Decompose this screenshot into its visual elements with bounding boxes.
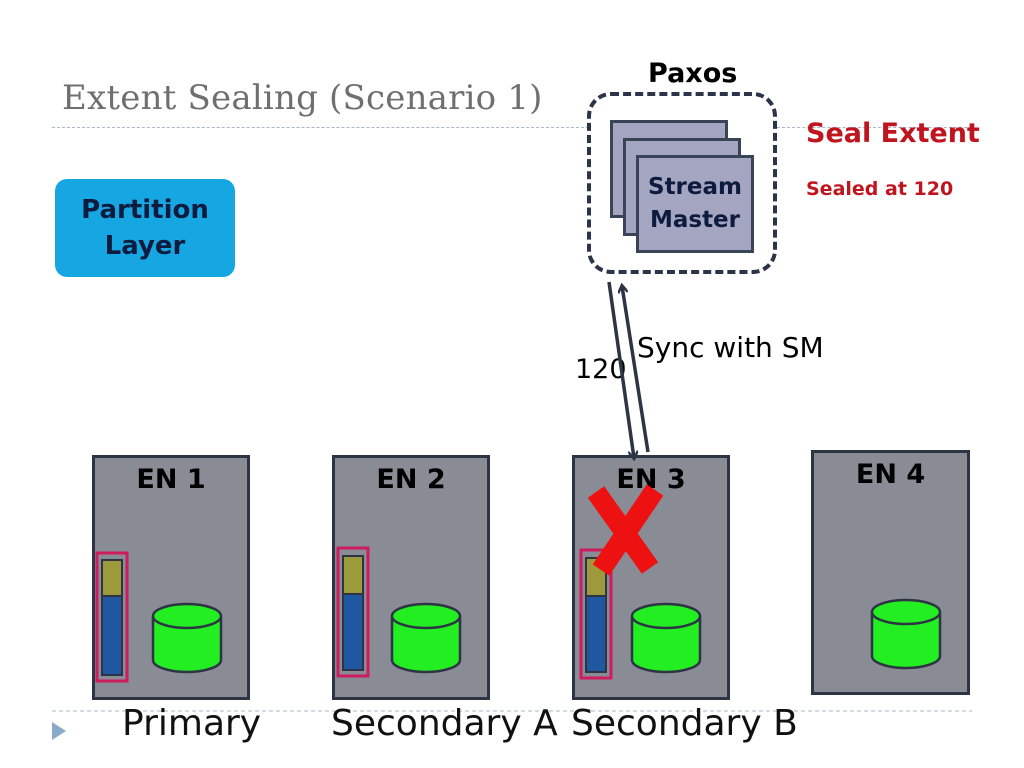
triangle-bullet-icon: [52, 722, 66, 740]
disk-icon: [390, 602, 462, 674]
arrow-en3-to-sm: [622, 286, 650, 453]
sync-value: 120: [575, 354, 627, 385]
node-caption-secondary-a: Secondary A: [331, 703, 558, 744]
partition-layer-label-line2: Layer: [104, 231, 186, 261]
stream-master-label-line2: Master: [649, 207, 741, 233]
paxos-label: Paxos: [648, 58, 738, 89]
extent-bar-icon: [95, 551, 129, 683]
extent-node-4: [811, 450, 970, 695]
arrow-sm-to-en3: [607, 281, 634, 458]
paxos-group-box: [587, 92, 777, 274]
seal-extent-detail: Sealed at 120: [806, 178, 954, 200]
disk-icon: [870, 598, 942, 670]
stream-master-card: Stream Master: [636, 155, 754, 253]
stream-master-label-line1: Stream: [648, 174, 742, 200]
extent-bar-icon: [336, 546, 370, 678]
node-caption-secondary-b: Secondary B: [571, 703, 798, 744]
extent-node-4-label: EN 4: [855, 459, 926, 490]
sync-label: Sync with SM: [637, 331, 824, 364]
slide-title: Extent Sealing (Scenario 1): [62, 78, 543, 118]
node-caption-primary: Primary: [122, 703, 262, 744]
x-mark-icon: [587, 484, 664, 576]
extent-node-1-label: EN 1: [136, 464, 206, 495]
partition-layer-label-line1: Partition: [81, 195, 209, 225]
partition-layer-box: Partition Layer: [55, 179, 235, 277]
disk-icon: [630, 602, 702, 674]
extent-node-2-label: EN 2: [376, 464, 446, 495]
title-rule-right: [777, 127, 972, 128]
seal-extent-title: Seal Extent: [806, 118, 980, 149]
title-rule-left: [52, 127, 589, 128]
disk-icon: [151, 602, 223, 674]
